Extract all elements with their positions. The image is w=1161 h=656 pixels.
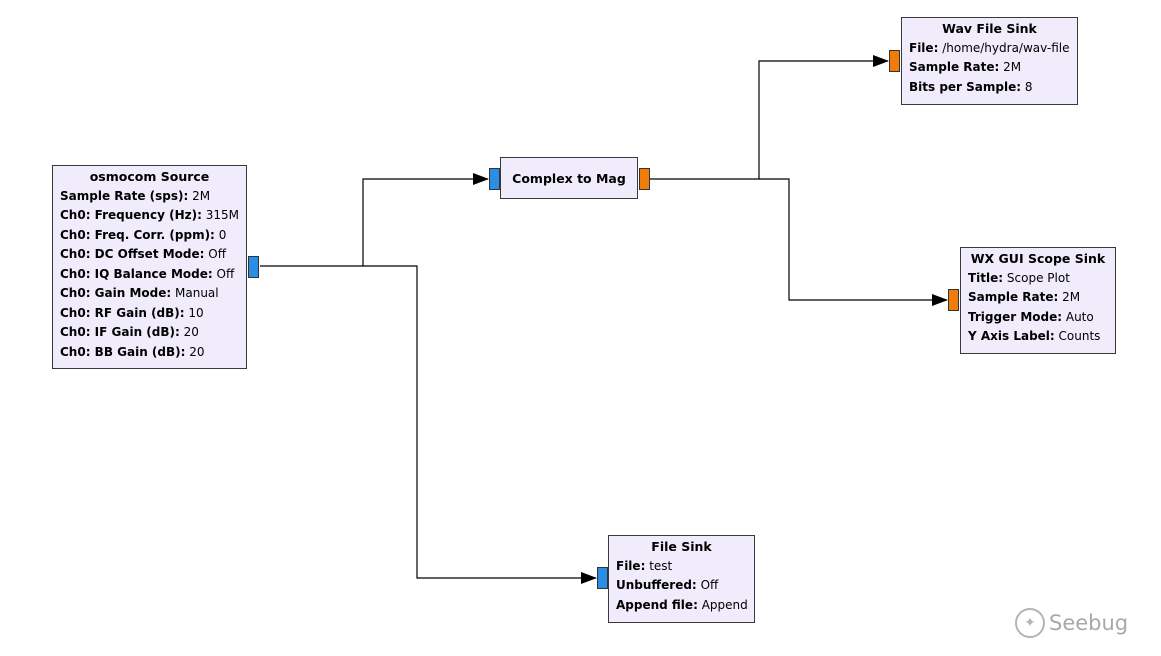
param-row: Ch0: IF Gain (dB): 20 [60, 323, 239, 343]
param-key: Ch0: BB Gain (dB): [60, 344, 186, 359]
watermark: ✦ Seebug [1015, 608, 1128, 638]
wx-gui-scope-sink-input-port[interactable] [948, 289, 959, 311]
block-title: osmocom Source [89, 169, 210, 184]
seebug-logo-icon: ✦ [1015, 608, 1045, 638]
param-row: Trigger Mode: Auto [968, 308, 1108, 328]
wire-complex-to-mag-to-scope-sink[interactable] [759, 178, 948, 306]
param-key: Sample Rate: [909, 60, 1000, 74]
watermark-text: Seebug [1049, 611, 1129, 635]
file-sink-input-port[interactable] [597, 567, 608, 589]
param-key: Ch0: RF Gain (dB): [60, 305, 185, 320]
param-row: Ch0: Gain Mode: Manual [60, 284, 239, 304]
param-row: Ch0: Frequency (Hz): 315M [60, 206, 239, 226]
param-row: Ch0: DC Offset Mode: Off [60, 245, 239, 265]
param-value: 2M [1062, 290, 1081, 304]
param-key: Trigger Mode: [968, 309, 1063, 324]
param-row: File: /home/hydra/wav-file [909, 39, 1070, 59]
param-value: 20 [183, 325, 199, 339]
param-key: Sample Rate (sps): [60, 188, 189, 203]
param-value: 10 [188, 305, 204, 320]
param-row: Sample Rate (sps): 2M [60, 187, 239, 207]
param-row: Sample Rate: 2M [909, 58, 1070, 78]
param-key: Ch0: DC Offset Mode: [60, 247, 205, 261]
param-value: /home/hydra/wav-file [942, 40, 1070, 55]
param-key: Ch0: Freq. Corr. (ppm): [60, 227, 215, 242]
param-value: 20 [189, 344, 205, 359]
param-value: 2M [1003, 60, 1022, 74]
block-title: Complex to Mag [512, 171, 626, 186]
param-key: Ch0: IF Gain (dB): [60, 325, 180, 339]
param-value: 315M [205, 208, 239, 222]
param-value: Off [216, 266, 235, 281]
param-value: 2M [192, 188, 211, 203]
param-row: Append file: Append [616, 596, 748, 616]
param-row: Ch0: Freq. Corr. (ppm): 0 [60, 226, 239, 246]
param-key: Append file: [616, 597, 698, 612]
param-value: Append [701, 597, 748, 612]
wav-file-sink-input-port[interactable] [889, 50, 900, 72]
wire-complex-to-mag-to-wav-sink[interactable] [650, 55, 889, 180]
param-value: test [649, 558, 673, 573]
wire-source-to-file-sink[interactable] [363, 265, 597, 584]
param-row: Unbuffered: Off [616, 576, 747, 596]
param-key: File: [616, 558, 646, 573]
complex-to-mag-input-port[interactable] [489, 168, 500, 190]
param-value: Off [700, 578, 719, 592]
param-key: Ch0: IQ Balance Mode: [60, 266, 213, 281]
block-wav-file-sink[interactable]: Wav File Sink File: /home/hydra/wav-file… [901, 17, 1078, 105]
block-title: File Sink [651, 539, 712, 554]
param-key: Sample Rate: [968, 290, 1059, 304]
param-value: Auto [1065, 309, 1094, 324]
block-title: Wav File Sink [942, 21, 1037, 36]
param-value: Counts [1058, 329, 1101, 343]
param-key: Ch0: Frequency (Hz): [60, 208, 202, 222]
param-value: Manual [175, 286, 219, 300]
param-key: Y Axis Label: [968, 329, 1055, 343]
param-row: Title: Scope Plot [968, 269, 1108, 289]
complex-to-mag-output-port[interactable] [639, 168, 650, 190]
wire-source-to-complex-to-mag[interactable] [260, 173, 489, 267]
param-value: Off [208, 247, 226, 261]
param-row: Ch0: RF Gain (dB): 10 [60, 304, 239, 324]
param-key: Bits per Sample: [909, 79, 1022, 94]
param-key: Unbuffered: [616, 578, 697, 592]
block-title: WX GUI Scope Sink [970, 251, 1106, 266]
param-key: Ch0: Gain Mode: [60, 286, 172, 300]
param-value: 8 [1024, 79, 1033, 94]
osmocom-source-output-port[interactable] [248, 256, 259, 278]
param-value: Scope Plot [1006, 270, 1070, 285]
param-row: Ch0: IQ Balance Mode: Off [60, 265, 239, 285]
param-value: 0 [218, 227, 227, 242]
param-row: Sample Rate: 2M [968, 288, 1108, 308]
param-row: File: test [616, 557, 747, 577]
param-row: Ch0: BB Gain (dB): 20 [60, 343, 239, 363]
param-row: Bits per Sample: 8 [909, 78, 1070, 98]
param-key: Title: [968, 270, 1004, 285]
param-key: File: [909, 40, 939, 55]
param-row: Y Axis Label: Counts [968, 327, 1108, 347]
block-complex-to-mag[interactable]: Complex to Mag [500, 157, 638, 199]
